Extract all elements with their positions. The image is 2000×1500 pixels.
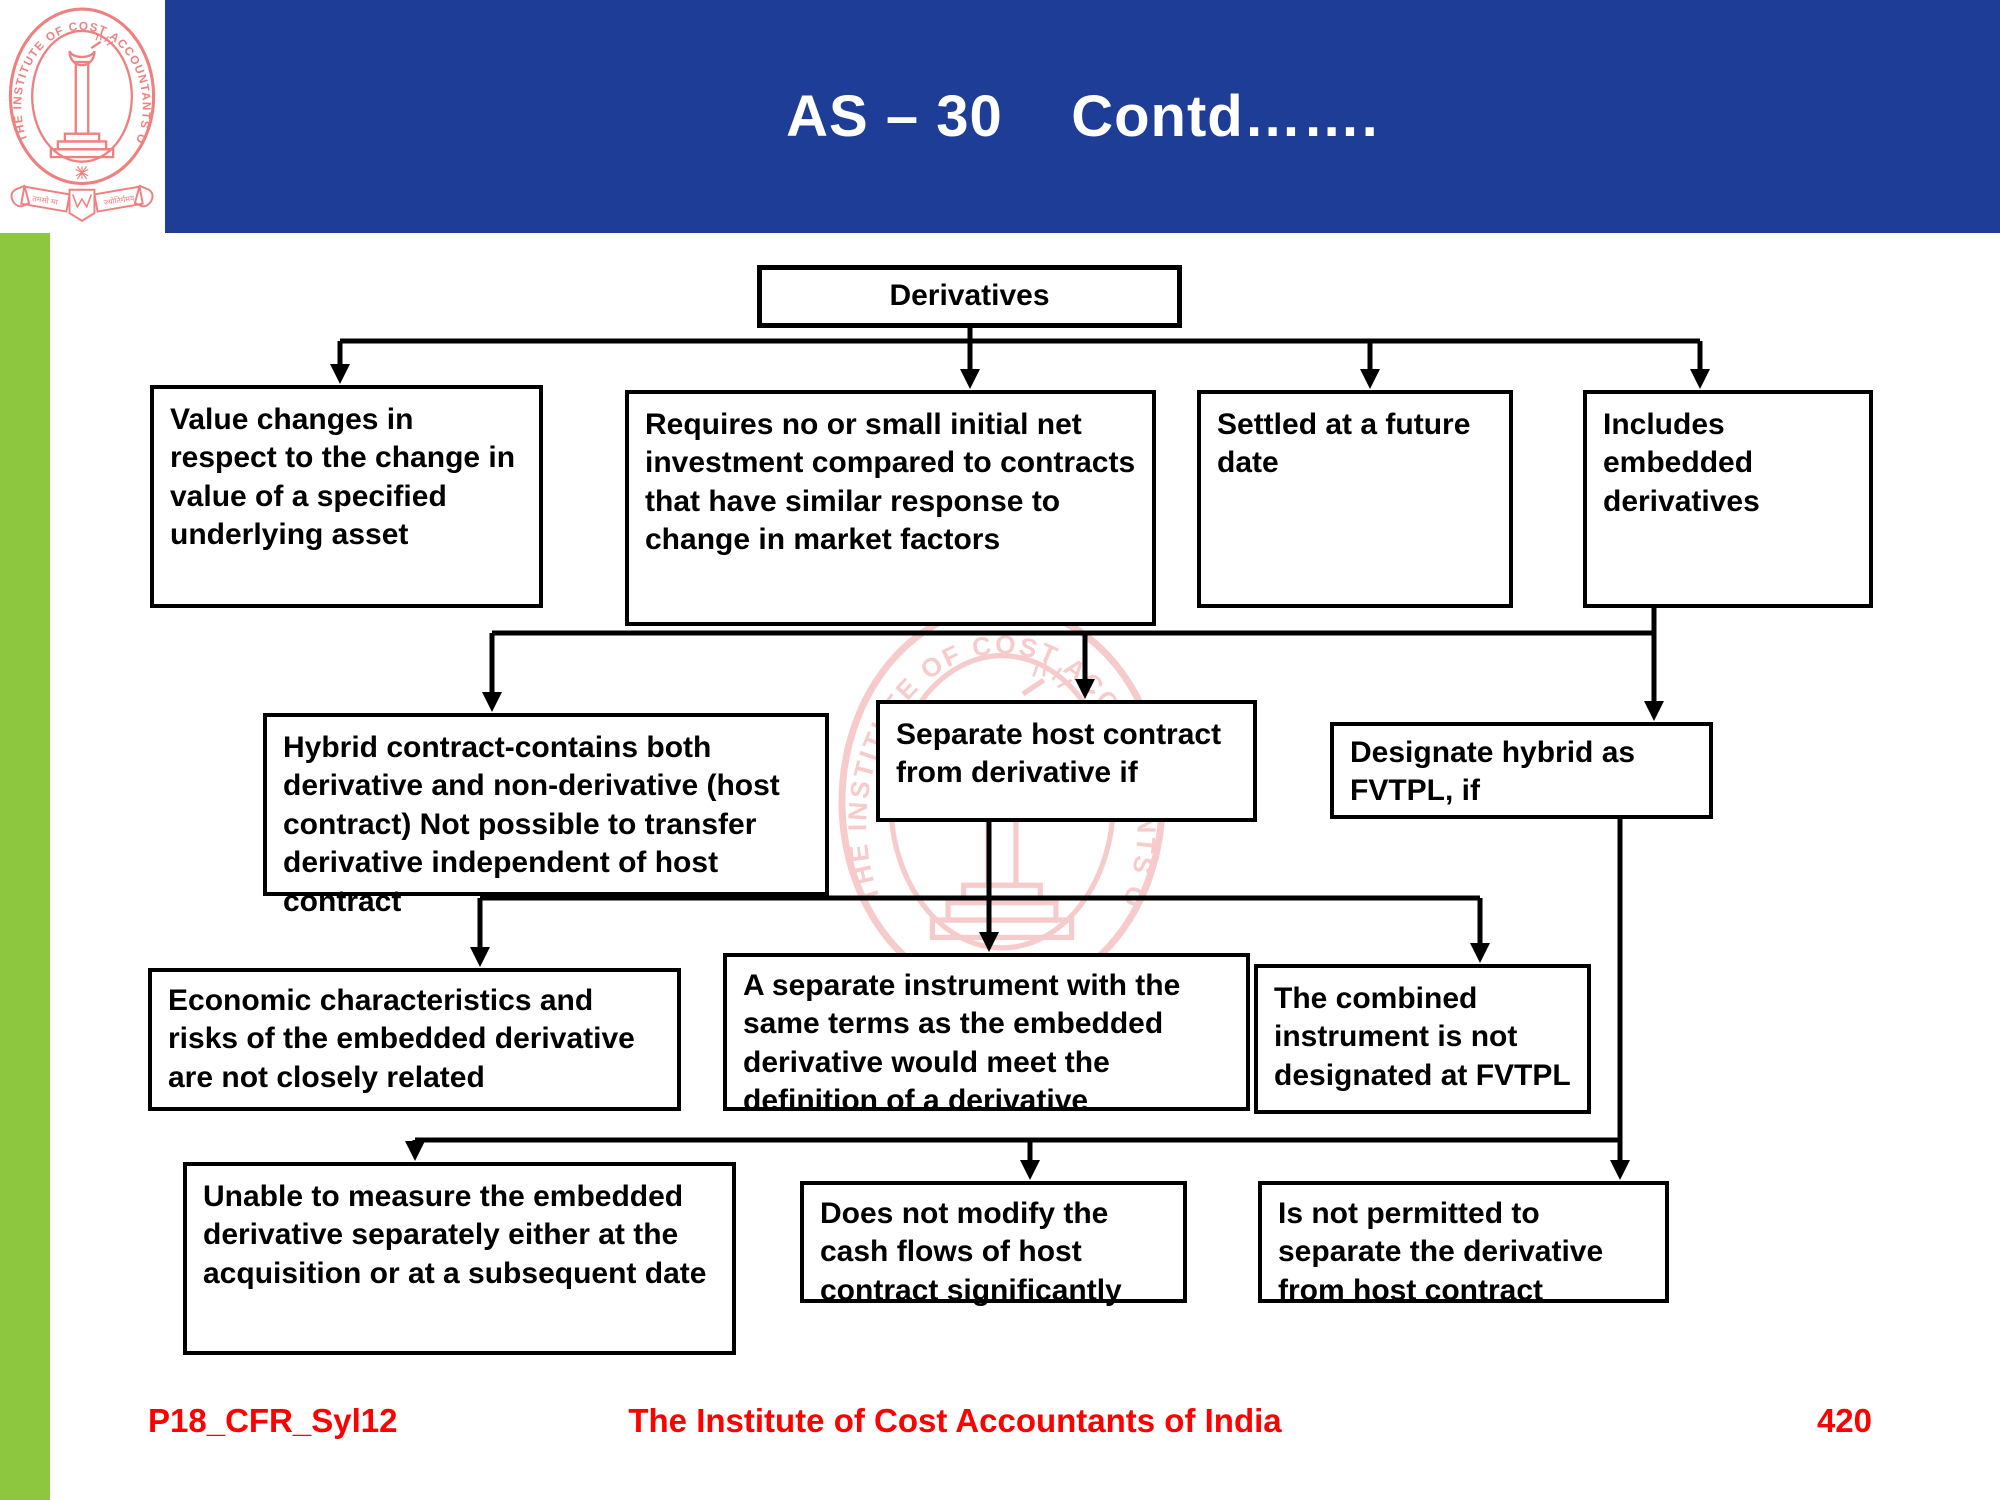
footer-page-number: 420: [1816, 1402, 1872, 1439]
node-embedded-derivatives: Includes embedded derivatives: [1583, 390, 1873, 608]
node-designate-fvtpl: Designate hybrid as FVTPL, if: [1330, 722, 1713, 819]
institute-logo-icon: [4, 6, 160, 224]
node-economic-characteristics: Economic characteristics and risks of th…: [148, 968, 681, 1111]
node-hybrid-contract: Hybrid contract-contains both derivative…: [263, 713, 829, 918]
node-derivatives: Derivatives: [757, 265, 1182, 328]
node-future-settlement: Settled at a future date: [1197, 390, 1513, 608]
node-separate-host: Separate host contract from derivative i…: [876, 700, 1257, 822]
footer-institute-name: The Institute of Cost Accountants of Ind…: [628, 1402, 1282, 1439]
green-accent-stripe: [0, 233, 50, 1500]
footer-course-code: P18_CFR_Syl12: [148, 1402, 398, 1439]
page-title: AS – 30 Contd…….: [786, 84, 1379, 149]
node-unable-to-measure: Unable to measure the embedded derivativ…: [183, 1162, 736, 1355]
node-separate-instrument: A separate instrument with the same term…: [723, 953, 1250, 1117]
node-combined-instrument: The combined instrument is not designate…: [1254, 964, 1591, 1114]
footer: P18_CFR_Syl12 The Institute of Cost Acco…: [0, 1402, 2000, 1462]
node-value-changes: Value changes in respect to the change i…: [150, 385, 543, 608]
title-bar: AS – 30 Contd…….: [165, 0, 2000, 233]
node-not-permitted: Is not permitted to separate the derivat…: [1258, 1181, 1669, 1307]
node-cash-flows: Does not modify the cash flows of host c…: [800, 1181, 1187, 1307]
node-initial-investment: Requires no or small initial net investm…: [625, 390, 1156, 626]
logo-panel: [0, 0, 165, 233]
